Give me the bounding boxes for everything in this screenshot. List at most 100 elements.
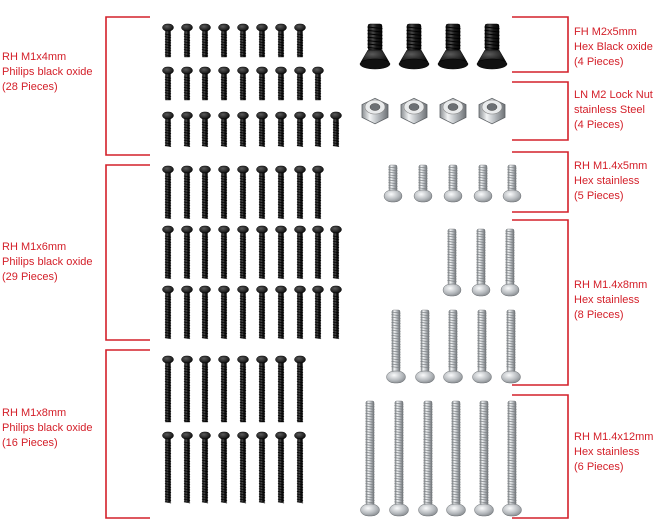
lock-nut [400, 97, 428, 125]
black-screw [294, 66, 306, 101]
lock-nut [439, 97, 467, 125]
flat-head-screw [476, 23, 508, 70]
label-line: FH M2x5mm [574, 26, 637, 38]
bracket-lines [105, 16, 569, 519]
black-screw [199, 431, 211, 504]
black-screw [256, 23, 268, 58]
black-screw [162, 165, 174, 220]
black-screw [162, 225, 174, 280]
flat-head-screw [359, 23, 391, 70]
black-screw [237, 431, 249, 504]
black-screw [256, 111, 268, 147]
stainless-screw [473, 164, 493, 203]
stainless-screw [471, 228, 491, 297]
label-line: (6 Pieces) [574, 461, 624, 473]
black-screw [275, 431, 287, 504]
label-line: RH M1.4x12mm [574, 431, 654, 443]
label-line: Hex stainless [574, 294, 640, 306]
label-rh-m1x4: RH M1x4mm Philips black oxide (28 Pieces… [2, 50, 93, 95]
black-screw [162, 431, 174, 504]
black-screw [275, 66, 287, 101]
stainless-screw [360, 400, 380, 517]
black-screw [181, 111, 193, 147]
stainless-screw [443, 164, 463, 203]
black-screw [330, 225, 342, 280]
black-screw [199, 285, 211, 340]
black-screw [312, 66, 324, 101]
black-screw [256, 355, 268, 423]
black-screw [237, 23, 249, 58]
label-line: (16 Pieces) [2, 437, 58, 449]
black-screw [312, 111, 324, 147]
parts-layer [162, 23, 522, 517]
bracket-right [512, 16, 569, 73]
stainless-screw [501, 309, 521, 384]
label-fh-m2x5: FH M2x5mm Hex Black oxide (4 Pieces) [574, 25, 653, 70]
black-screw [294, 355, 306, 423]
black-screw [275, 355, 287, 423]
black-screw [237, 66, 249, 101]
black-screw [275, 285, 287, 340]
black-screw [181, 66, 193, 101]
label-line: (4 Pieces) [574, 119, 624, 131]
label-line: (8 Pieces) [574, 309, 624, 321]
black-screw [218, 285, 230, 340]
label-line: Philips black oxide [2, 66, 93, 78]
stainless-screw [500, 228, 520, 297]
stainless-screw [502, 164, 522, 203]
black-screw [294, 111, 306, 147]
black-screw [218, 225, 230, 280]
black-screw [237, 165, 249, 220]
bracket-left [105, 164, 150, 341]
black-screw [294, 285, 306, 340]
label-line: Hex stainless [574, 446, 640, 458]
black-screw [294, 165, 306, 220]
label-line: RH M1x6mm [2, 241, 67, 253]
black-screw [237, 111, 249, 147]
black-screw [275, 165, 287, 220]
black-screw [330, 285, 342, 340]
black-screw [256, 165, 268, 220]
black-screw [330, 111, 342, 147]
black-screw [294, 225, 306, 280]
bracket-right [512, 219, 569, 386]
black-screw [237, 285, 249, 340]
black-screw [218, 165, 230, 220]
black-screw [181, 285, 193, 340]
label-line: LN M2 Lock Nut [574, 89, 653, 101]
black-screw [162, 355, 174, 423]
label-line: RH M1x4mm [2, 51, 67, 63]
black-screw [256, 431, 268, 504]
black-screw [199, 355, 211, 423]
black-screw [237, 355, 249, 423]
label-line: RH M1.4x5mm [574, 160, 648, 172]
label-line: Hex Black oxide [574, 41, 653, 53]
flat-head-screw [437, 23, 469, 70]
stainless-screw [413, 164, 433, 203]
stainless-screw [389, 400, 409, 517]
black-screw [312, 225, 324, 280]
black-screw [256, 225, 268, 280]
stainless-screw [472, 309, 492, 384]
label-rh-m1x8: RH M1x8mm Philips black oxide (16 Pieces… [2, 406, 93, 451]
black-screw [218, 111, 230, 147]
black-screw [294, 431, 306, 504]
label-rh-m1-4x5: RH M1.4x5mm Hex stainless (5 Pieces) [574, 159, 647, 204]
stainless-screw [442, 228, 462, 297]
black-screw [181, 431, 193, 504]
black-screw [275, 23, 287, 58]
label-rh-m1-4x12: RH M1.4x12mm Hex stainless (6 Pieces) [574, 430, 653, 475]
black-screw [181, 225, 193, 280]
stainless-screw [443, 309, 463, 384]
black-screw [218, 23, 230, 58]
bracket-left [105, 16, 150, 156]
label-line: (5 Pieces) [574, 190, 624, 202]
black-screw [218, 431, 230, 504]
label-line: Philips black oxide [2, 256, 93, 268]
stainless-screw [386, 309, 406, 384]
black-screw [312, 165, 324, 220]
black-screw [294, 23, 306, 58]
black-screw [199, 111, 211, 147]
